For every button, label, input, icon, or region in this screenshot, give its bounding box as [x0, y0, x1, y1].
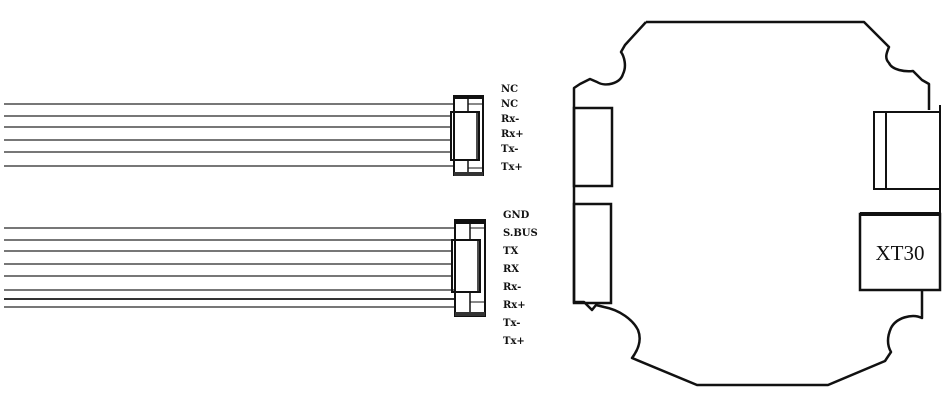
pin-label: GND — [503, 210, 530, 221]
top-connector — [450, 95, 484, 176]
bottom-connector — [451, 219, 486, 317]
left-connector-lower — [572, 202, 613, 305]
board-left-connectors — [572, 106, 614, 305]
right-connector-upper — [873, 111, 941, 190]
pin-label: Tx- — [503, 318, 520, 329]
bottom-pin-labels: GND S.BUS TX RX Rx- Rx+ Tx- Tx+ — [503, 210, 538, 347]
pin-label: TX — [503, 246, 518, 257]
pin-label: Rx- — [503, 282, 521, 293]
pin-label: Tx+ — [501, 162, 523, 173]
pin-label: NC — [501, 84, 518, 95]
board-right-connectors: XT30 — [858, 111, 942, 292]
bottom-cable-bundle — [4, 227, 455, 308]
pin-label: Tx+ — [503, 336, 525, 347]
pin-label: RX — [503, 264, 519, 275]
left-connector-upper — [572, 106, 614, 188]
xt30-label: XT30 — [876, 241, 925, 265]
pin-label: NC — [501, 99, 518, 110]
board — [572, 20, 941, 387]
top-cable-bundle — [4, 103, 455, 167]
pin-label: Tx- — [501, 144, 518, 155]
top-pin-labels: NC NC Rx- Rx+ Tx- Tx+ — [501, 84, 524, 173]
pin-label: Rx+ — [501, 129, 524, 140]
pin-label: Rx+ — [503, 300, 526, 311]
pin-label: Rx- — [501, 114, 519, 125]
pin-label: S.BUS — [503, 228, 538, 239]
